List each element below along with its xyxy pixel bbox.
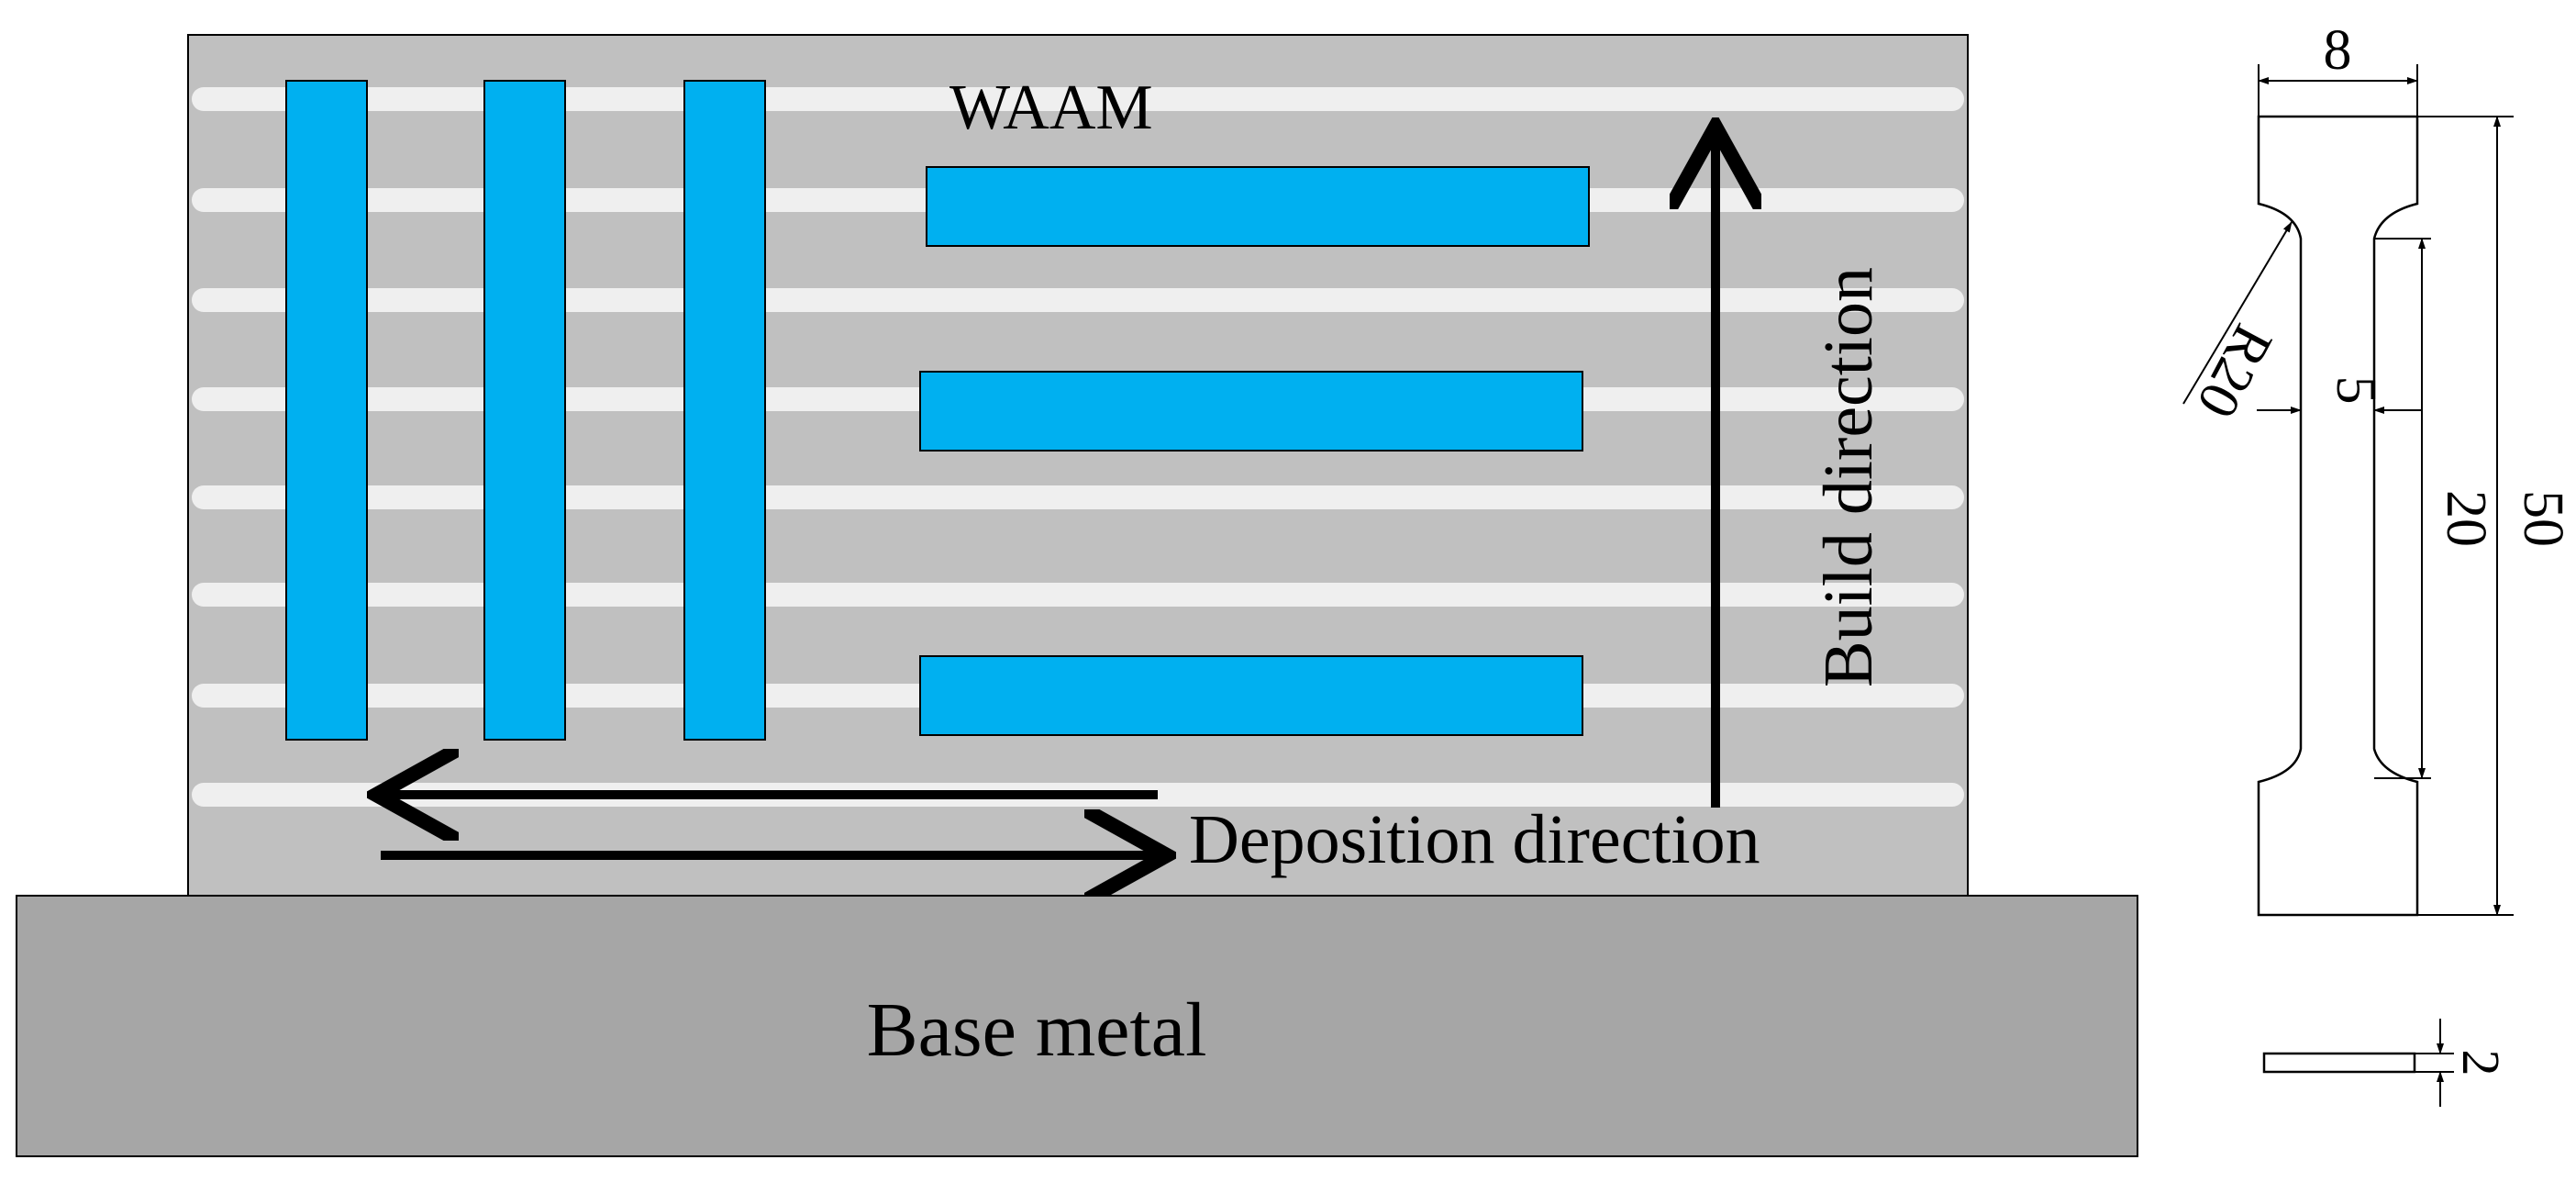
waam-label: WAAM: [949, 72, 1153, 143]
dim-total-length: [2417, 116, 2514, 916]
horizontal-samples: [919, 166, 1590, 736]
dim-radius-leader: [2182, 221, 2293, 405]
base-metal-label: Base metal: [867, 987, 1207, 1073]
dim-gauge-length: [2374, 238, 2431, 779]
base-metal: [16, 895, 2138, 1157]
waam-wall: [187, 34, 1969, 897]
dim-gauge-length-label: 20: [2435, 490, 2497, 547]
dim-width: [2258, 64, 2418, 117]
dim-width-label: 8: [2324, 19, 2352, 82]
vertical-samples: [285, 80, 766, 741]
horizontal-sample: [919, 371, 1583, 452]
specimen-thickness-view: [2262, 1052, 2416, 1074]
build-direction-label: Build direction: [1810, 267, 1887, 687]
dim-gauge-width-label: 5: [2325, 376, 2387, 405]
horizontal-sample: [919, 655, 1583, 736]
horizontal-sample: [926, 166, 1590, 247]
dim-thickness: [2415, 1019, 2454, 1107]
vertical-sample: [683, 80, 766, 741]
vertical-sample: [483, 80, 566, 741]
deposition-direction-label: Deposition direction: [1189, 801, 1760, 878]
dim-thickness-label: 2: [2451, 1050, 2511, 1076]
vertical-sample: [285, 80, 368, 741]
dim-total-length-label: 50: [2512, 490, 2574, 547]
